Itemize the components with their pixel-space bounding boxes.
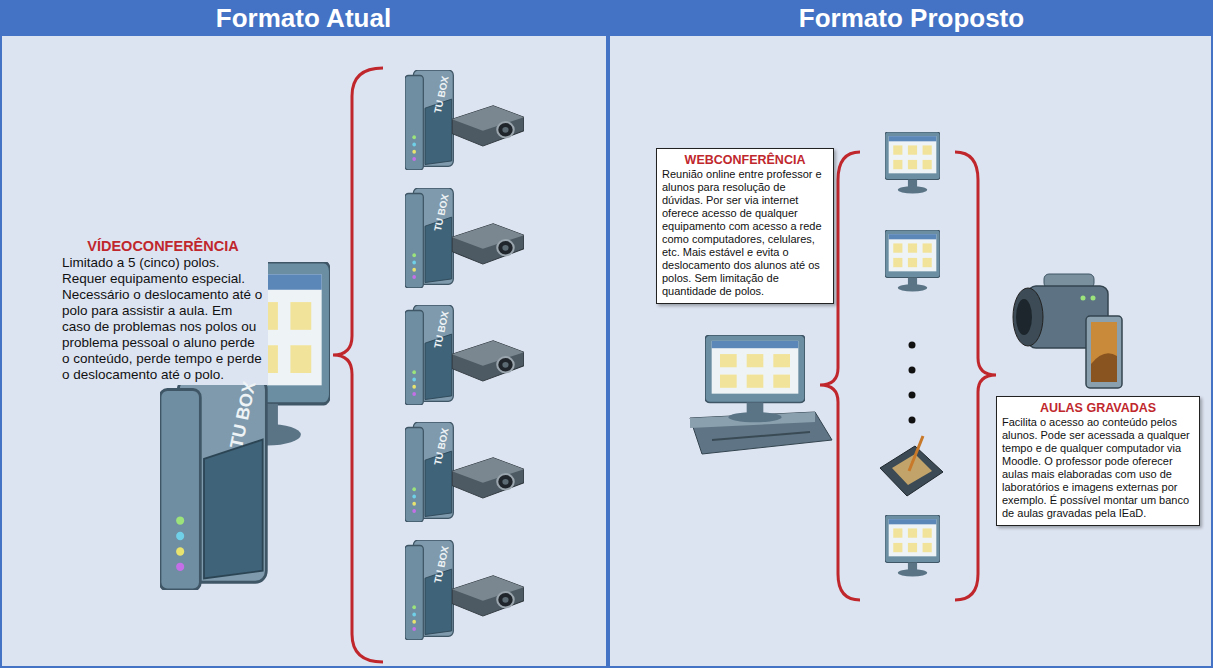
callout-box: AULAS GRAVADASFacilita o acesso ao conte… <box>996 396 1200 526</box>
heading: Formato Proposto <box>610 0 1213 36</box>
server-computer <box>690 335 832 454</box>
tubox-device <box>160 378 266 590</box>
body-text: Facilita o acesso ao conteúdo pelos alun… <box>1002 416 1194 520</box>
callout-text: VÍDEOCONFERÊNCIALimitado a 5 (cinco) pol… <box>58 236 268 385</box>
heading: Formato Atual <box>0 0 607 36</box>
device-label: TU BOX <box>226 379 261 450</box>
device-label: TU BOX <box>432 427 451 466</box>
panel: Formato PropostoWEBCONFERÊNCIAReunião on… <box>610 0 1213 668</box>
panel-ground <box>610 2 1211 666</box>
body-text: Limitado a 5 (cinco) polos. Requer equip… <box>62 255 264 383</box>
device-label: TU BOX <box>432 193 451 232</box>
callout-box: WEBCONFERÊNCIAReunião online entre profe… <box>656 148 834 304</box>
body-text: Reunião online entre professor e alunos … <box>662 168 828 298</box>
camera-icon <box>1013 274 1122 388</box>
bracket <box>333 68 383 662</box>
device-label: TU BOX <box>432 545 451 584</box>
heading: WEBCONFERÊNCIA <box>662 153 828 167</box>
device-label: TU BOX <box>432 310 451 349</box>
bracket <box>955 152 996 600</box>
panel: Formato AtualVÍDEOCONFERÊNCIALimitado a … <box>0 0 607 668</box>
client-devices <box>880 132 943 576</box>
heading: VÍDEOCONFERÊNCIA <box>62 238 264 254</box>
device-label: TU BOX <box>432 75 451 114</box>
heading: AULAS GRAVADAS <box>1002 401 1194 415</box>
panel-ground <box>2 2 606 666</box>
remote-poles <box>405 70 524 640</box>
